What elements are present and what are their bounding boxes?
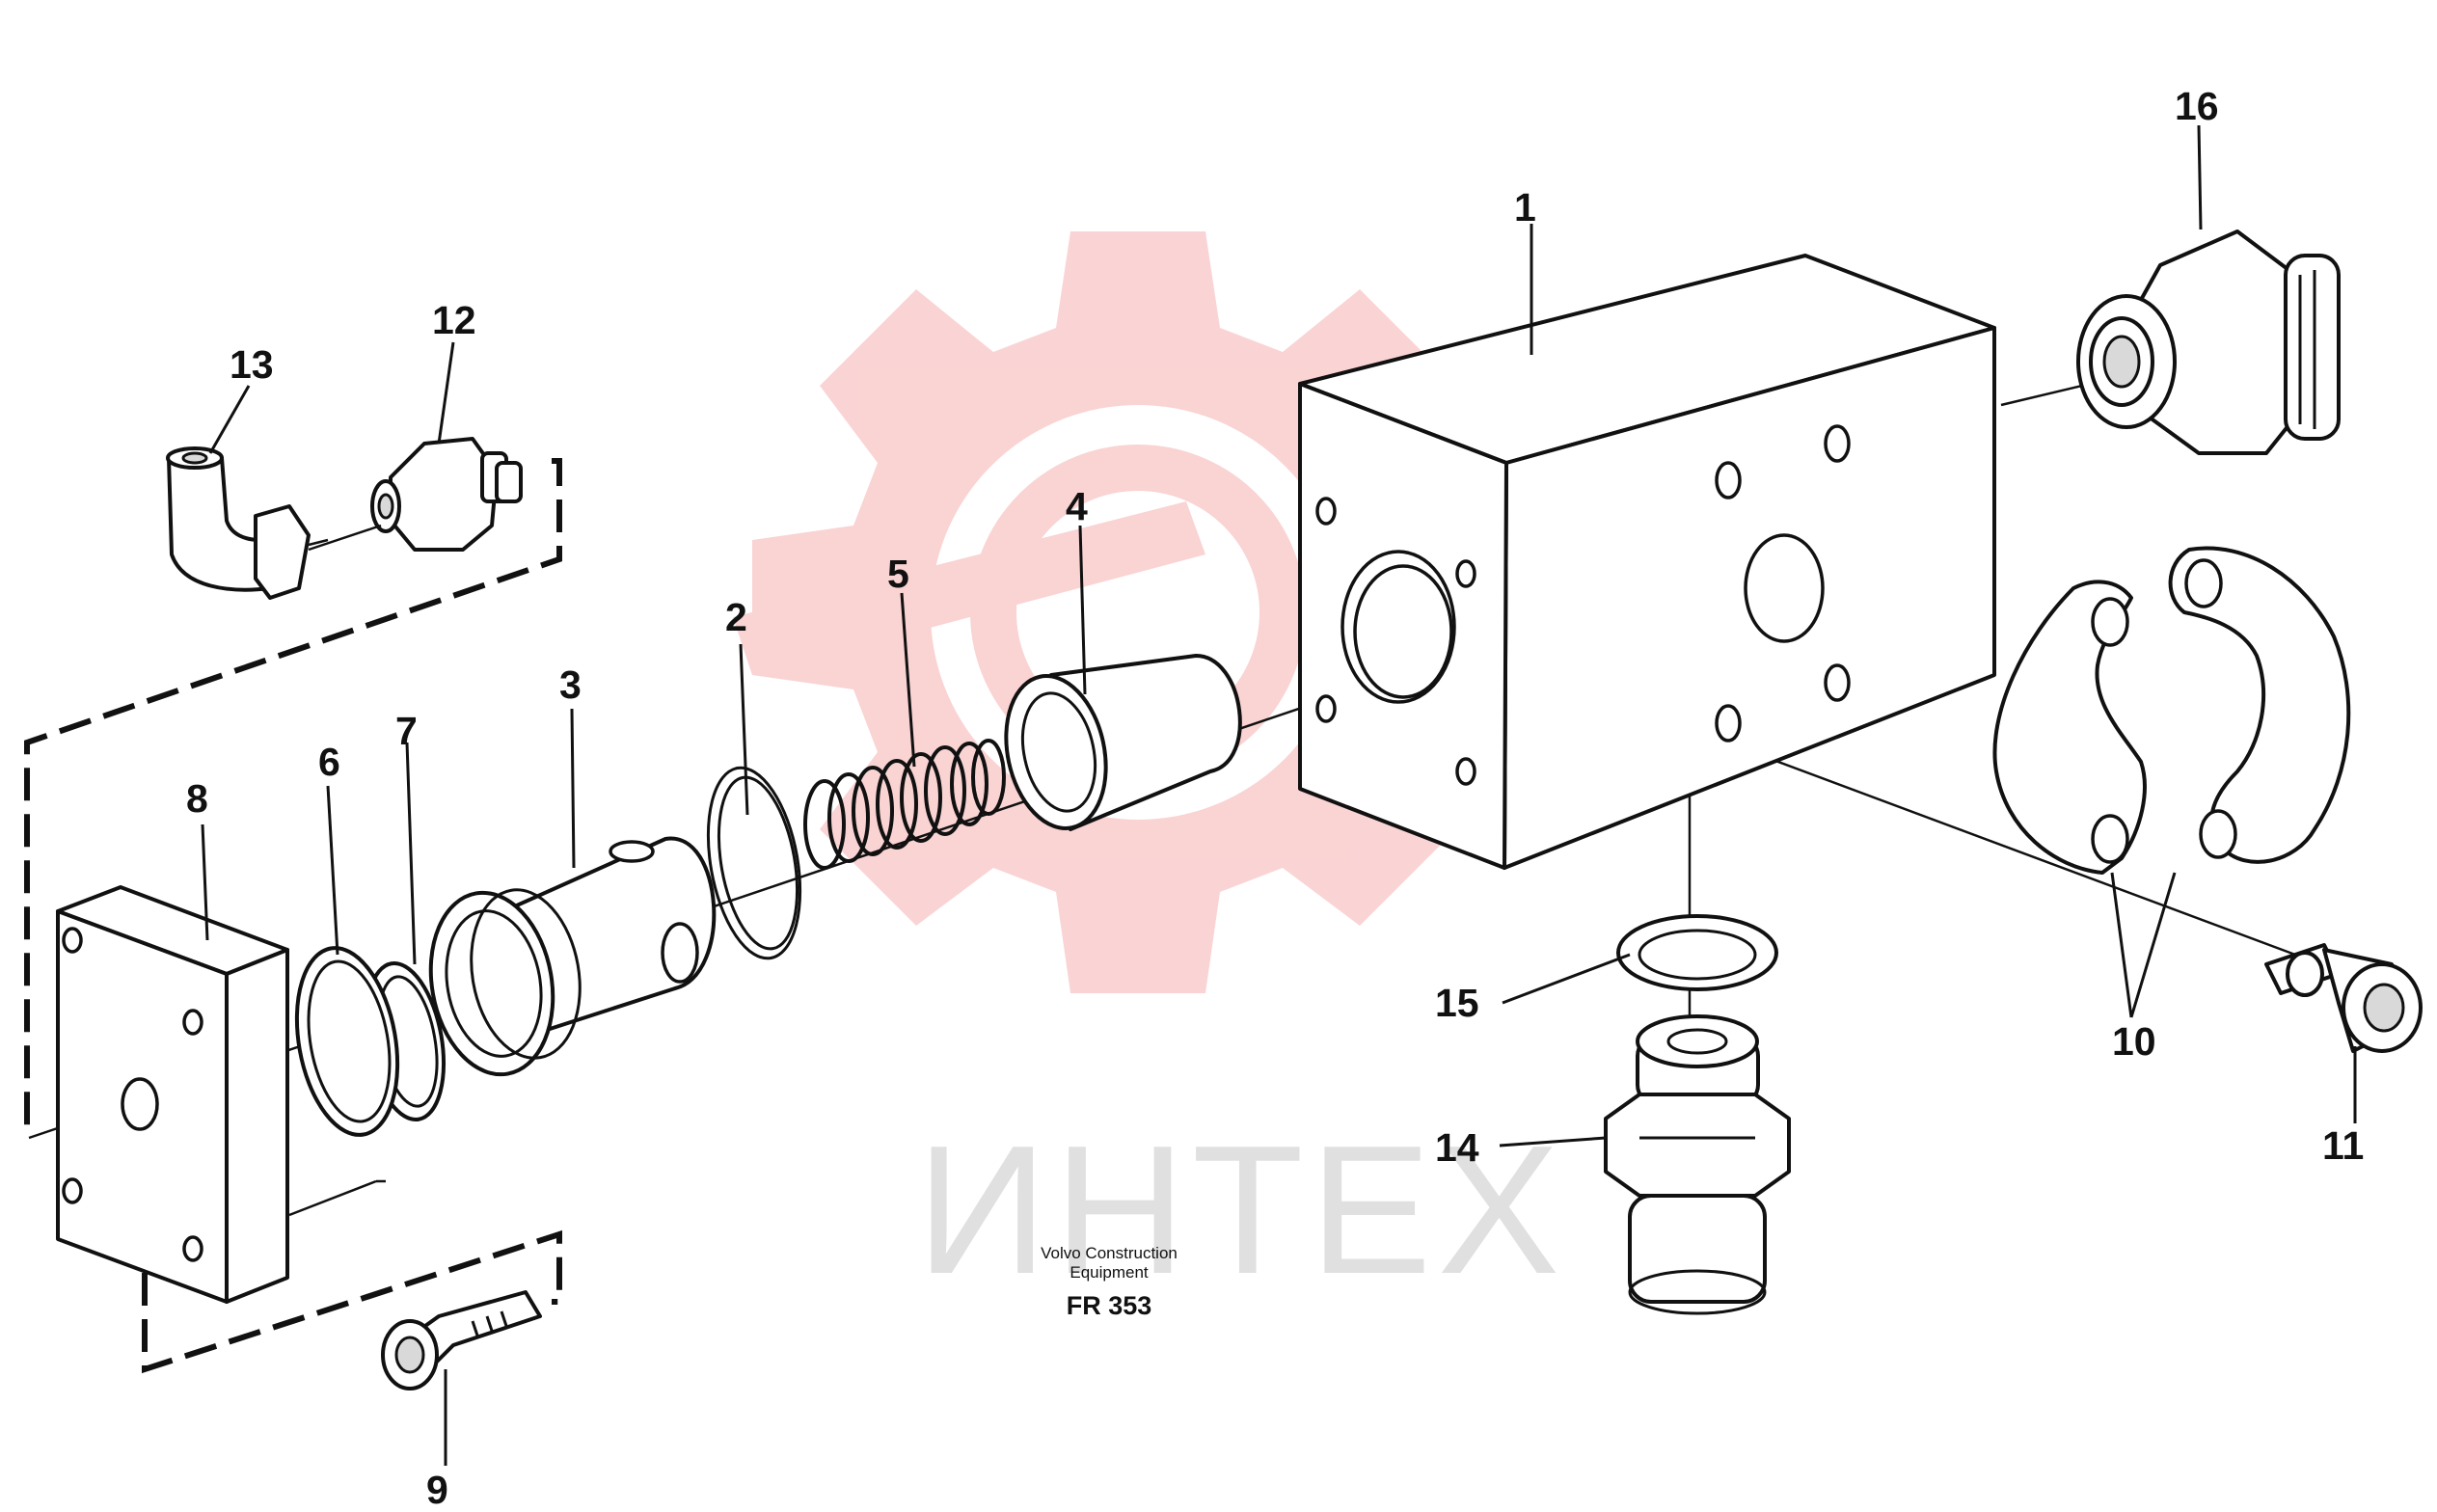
callout-9: 9 bbox=[426, 1468, 448, 1512]
callout-10: 10 bbox=[2112, 1019, 2156, 1064]
callout-2: 2 bbox=[725, 595, 747, 639]
callout-14: 14 bbox=[1435, 1125, 1479, 1170]
part-10-split-flange bbox=[1992, 546, 2351, 875]
callout-6: 6 bbox=[318, 740, 340, 784]
callout-13: 13 bbox=[230, 342, 274, 387]
callout-8: 8 bbox=[186, 776, 208, 821]
caption-manufacturer-line1: Volvo Construction bbox=[1041, 1244, 1178, 1262]
part-11-flange-screw bbox=[2264, 943, 2423, 1053]
callout-4: 4 bbox=[1066, 484, 1088, 528]
part-8-cover-plate bbox=[56, 885, 289, 1304]
callout-1: 1 bbox=[1514, 185, 1536, 230]
caption-block: Volvo Construction Equipment FR 353 bbox=[1003, 1244, 1215, 1321]
part-3-valve-cartridge bbox=[428, 836, 717, 1077]
watermark-arrow bbox=[733, 501, 1205, 675]
part-6-seal-ring bbox=[294, 946, 400, 1137]
callout-3: 3 bbox=[559, 662, 582, 707]
callout-5: 5 bbox=[887, 552, 909, 596]
part-13-elbow bbox=[166, 446, 382, 600]
callout-16: 16 bbox=[2175, 84, 2219, 128]
part-15-o-ring bbox=[1616, 914, 1778, 991]
callout-7: 7 bbox=[395, 709, 418, 753]
part-9-cap-screw bbox=[381, 1290, 542, 1390]
callout-leader-lines bbox=[201, 124, 2357, 1466]
part-1-valve-body bbox=[1298, 254, 1996, 870]
caption-figure-code: FR 353 bbox=[1066, 1291, 1152, 1321]
part-2-circlip bbox=[706, 766, 802, 960]
callout-12: 12 bbox=[432, 298, 476, 342]
caption-manufacturer-line2: Equipment bbox=[1070, 1262, 1149, 1282]
part-16-adapter-fitting bbox=[2076, 230, 2341, 455]
part-14-union-fitting bbox=[1604, 1014, 1791, 1315]
callout-15: 15 bbox=[1435, 981, 1479, 1025]
part-4-sleeve bbox=[1004, 654, 1242, 831]
watermark-text: ИНТЕХ bbox=[916, 1108, 1566, 1312]
part-12-test-nipple bbox=[370, 437, 523, 552]
callout-11: 11 bbox=[2322, 1123, 2365, 1168]
dashed-assembly-brackets bbox=[24, 458, 562, 1374]
part-5-spring bbox=[803, 739, 1006, 870]
